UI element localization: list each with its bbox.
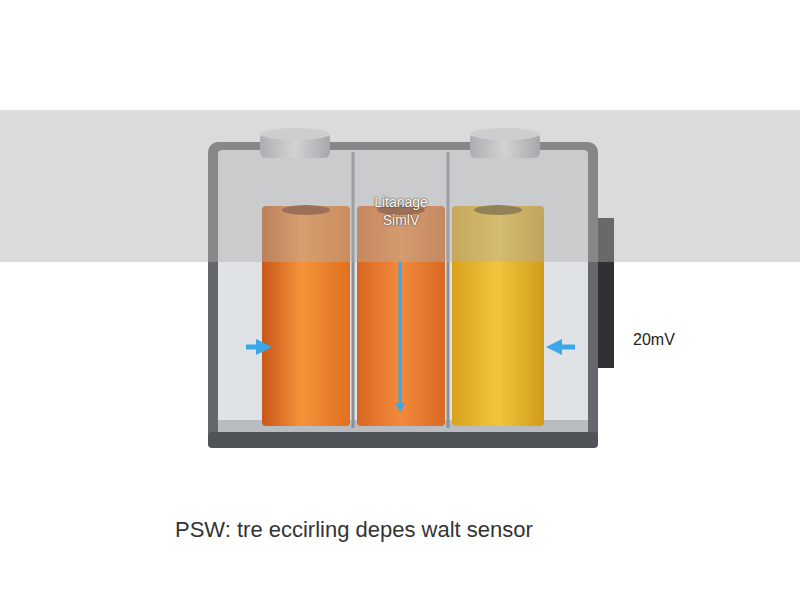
caption: PSW: tre eccirling depes walt sensor [175,517,533,543]
housing-base [208,432,598,448]
grey-band [0,110,800,262]
cell-node: Litanage SimlV [357,194,445,229]
flow-arrow [246,345,264,350]
cell-label: Litanage SimlV [369,194,433,229]
flow-arrow [554,345,575,350]
flow-arrow [399,262,402,408]
voltage-label: 20mV [633,331,675,349]
